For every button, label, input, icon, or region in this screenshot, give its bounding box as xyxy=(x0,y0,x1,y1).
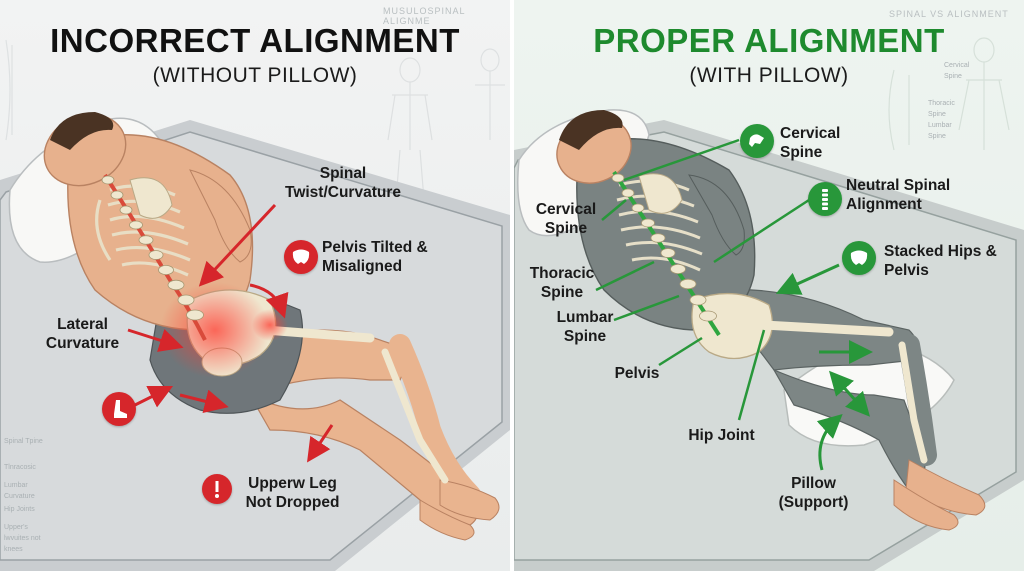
watermark: MUSULOSPINAL ALIGNME xyxy=(383,6,466,26)
neck-icon xyxy=(740,124,774,158)
incorrect-alignment-panel: MUSULOSPINAL ALIGNME INCORRECT ALIGNMENT… xyxy=(0,0,510,571)
background-anatomy xyxy=(5,39,505,201)
exclamation-icon xyxy=(202,474,232,504)
faint-label: Cervical Spine xyxy=(944,62,970,80)
panel-divider xyxy=(510,0,514,571)
green-arrows xyxy=(775,263,873,471)
label-lateral-curvature: Lateral Curvature xyxy=(45,316,120,352)
label-hip-joint: Hip Joint xyxy=(688,427,755,444)
label-stacked-hips: Stacked Hips & Pelvis xyxy=(884,243,997,279)
faint-label: Upper's lwvuites not knees xyxy=(4,524,41,553)
label-upper-leg: Upperw Leg Not Dropped xyxy=(245,475,340,511)
faint-label: Lumbar Curvature xyxy=(4,482,35,500)
label-thoracic-spine: Thoracic Spine xyxy=(529,265,595,301)
label-neutral-alignment: Neutral Spinal Alignment xyxy=(846,177,951,213)
incorrect-subtitle: (WITHOUT PILLOW) xyxy=(152,64,358,87)
pelvis-icon xyxy=(842,241,876,275)
pelvis-icon xyxy=(284,240,318,274)
incorrect-title: INCORRECT ALIGNMENT xyxy=(50,22,460,59)
label-pelvis: Pelvis xyxy=(614,365,660,382)
pointer-lines xyxy=(595,138,810,421)
faint-label: Thoracic Spine xyxy=(928,100,955,118)
proper-title: PROPER ALIGNMENT xyxy=(593,22,945,59)
proper-alignment-panel: SPINAL VS ALIGNMENT PROPER ALIGNMENT (WI… xyxy=(514,0,1024,571)
incorrect-alignment-illustration xyxy=(0,39,510,571)
ankle-icon xyxy=(102,392,136,426)
spine-icon xyxy=(808,182,842,216)
faint-label: Tlnracosic xyxy=(4,464,36,471)
label-spinal-twist: Spinal Twist/Curvature xyxy=(285,165,401,201)
label-cervical-spine-top: Cervical Spine xyxy=(780,125,841,161)
faint-label: Lumbar Spine xyxy=(928,122,952,140)
proper-subtitle: (WITH PILLOW) xyxy=(689,64,849,87)
label-pillow-support: Pillow (Support) xyxy=(778,475,849,511)
label-pelvis-tilted: Pelvis Tilted & Misaligned xyxy=(322,239,428,275)
proper-alignment-illustration xyxy=(514,37,1024,571)
warning-arrows xyxy=(127,203,334,463)
faint-label: Hip Joints xyxy=(4,506,35,513)
watermark: SPINAL VS ALIGNMENT xyxy=(889,9,1009,19)
faint-label: Spinal Tpine xyxy=(4,438,43,445)
label-lumbar-spine: Lumbar Spine xyxy=(556,309,614,345)
label-cervical-spine-left: Cervical Spine xyxy=(535,201,597,237)
